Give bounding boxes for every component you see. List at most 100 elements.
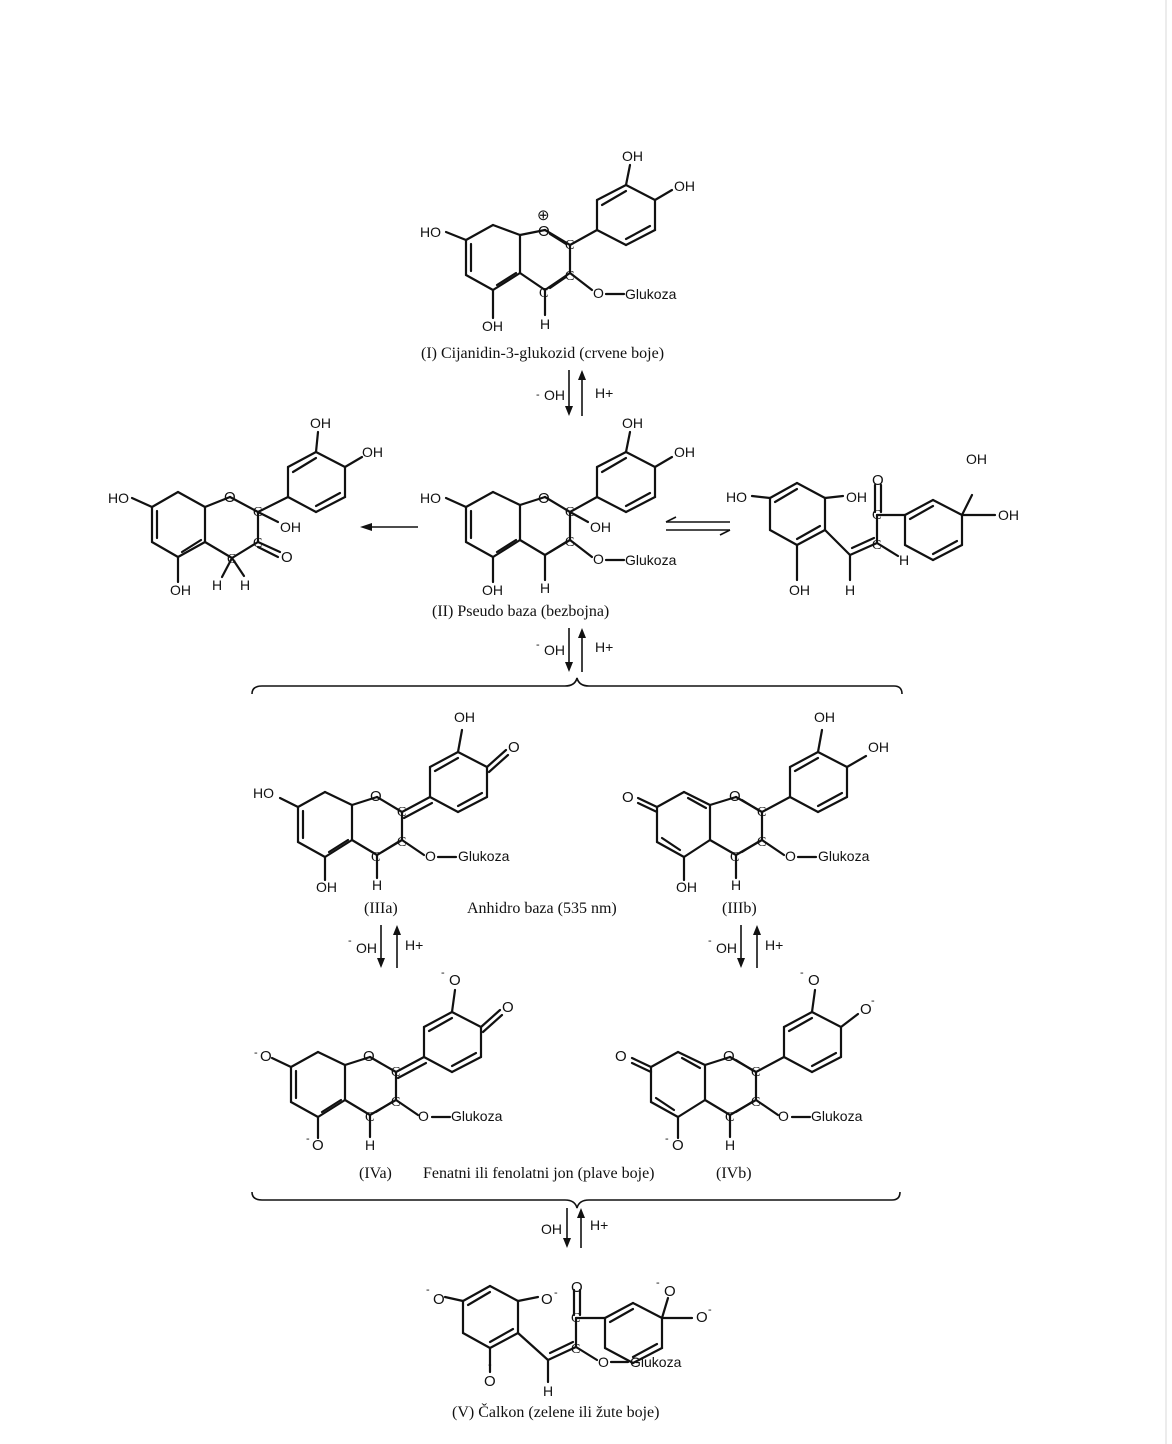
caption-V: (V) Čalkon (zelene ili žute boje) [452,1402,659,1421]
minus-sign: - [708,1304,712,1316]
atom-C: C [391,1065,400,1080]
minus-sign: - [441,967,445,979]
minus-sign: - [306,1133,310,1145]
atom-C: C [565,505,574,520]
proton-label: H+ [405,937,423,953]
atom-C: C [757,835,766,850]
atom-OH: OH [789,582,810,598]
atom-O: O [370,788,382,805]
structure-IIIa: HO O C C C OH H O Glukoza OH O (IIIa) [253,709,520,917]
hydroxide-label: OH [544,642,565,658]
atom-O: O [672,1137,684,1154]
minus-sign: - [426,1284,430,1296]
atom-O: O [729,788,741,805]
atom-H: H [543,1383,553,1399]
atom-H: H [212,577,222,593]
equilibrium-arrow-4: OH H+ [541,1208,608,1248]
atom-O: O [593,551,604,567]
atom-O: O [260,1048,272,1065]
atom-OH: OH [814,709,835,725]
proton-label: H+ [590,1217,608,1233]
structure-IVa: - O O C C C - O H O Glukoza - O O (IVa) [254,967,514,1182]
hydroxide-label: OH [716,940,737,956]
atom-C: C [872,538,881,553]
grouping-brace-top [251,677,903,695]
atom-C: C [725,1110,734,1125]
proton-label: H+ [595,639,613,655]
atom-C: C [751,1095,760,1110]
caption-II: (II) Pseudo baza (bezbojna) [432,603,609,620]
atom-O: O [224,489,236,506]
minus-sign: - [665,1133,669,1145]
atom-OH: OH [280,519,301,535]
atom-O: O [425,848,436,864]
atom-O: O [363,1048,375,1065]
atom-OH: OH [170,582,191,598]
atom-O: O [723,1048,735,1065]
atom-H: H [240,577,250,593]
minus-sign: - [800,967,804,979]
atom-HO: HO [108,490,129,506]
atom-C: C [757,805,766,820]
hydroxide-label: OH [541,1221,562,1237]
atom-C: C [371,850,380,865]
atom-OH: OH [676,879,697,895]
atom-O: O [664,1283,676,1300]
minus-sign: - [348,935,352,947]
atom-H: H [899,552,909,568]
glucose-label: Glukoza [630,1354,682,1370]
caption-phenolate-ion: Fenatni ili fenolatni jon (plave boje) [423,1165,655,1182]
glucose-label: Glukoza [458,848,510,864]
grouping-brace-bottom [251,1191,901,1209]
structure-aglycone-oxidized: HO O C C C OH O OH H H OH OH [108,415,383,598]
atom-H: H [725,1137,735,1153]
equilibrium-arrow-3a: - OH H+ [348,925,423,968]
caption-anhydro-base: Anhidro baza (535 nm) [467,900,617,917]
atom-O: O [622,789,634,806]
reaction-arrow-left [360,523,418,531]
glucose-label: Glukoza [451,1108,503,1124]
minus-sign: - [254,1047,258,1059]
atom-O: O [778,1108,789,1124]
atom-O: O [615,1048,627,1065]
atom-O: O [808,972,820,989]
atom-O: O [281,549,293,566]
atom-OH: OH [454,709,475,725]
minus-sign: - [656,1277,660,1289]
atom-HO: HO [726,489,747,505]
atom-H: H [540,580,550,596]
minus-sign: - [536,639,540,651]
atom-C: C [571,1342,580,1357]
atom-O: O [593,285,604,301]
atom-O: O [571,1279,583,1296]
atom-HO: HO [420,224,441,240]
minus-sign: - [554,1287,558,1299]
caption-IIIa: (IIIa) [364,900,398,917]
caption-IIIb: (IIIb) [722,900,757,917]
atom-OH: OH [362,444,383,460]
atom-OH: OH [846,489,867,505]
atom-O: O [433,1291,445,1308]
atom-C: C [391,1095,400,1110]
atom-OH: OH [998,507,1019,523]
atom-C: C [565,238,574,253]
atom-C: C [565,269,574,284]
atom-C: C [751,1065,760,1080]
structure-chalcone-neutral: HO OH OH H C C H O OH OH [726,451,1019,598]
atom-OH: OH [966,451,987,467]
structure-I: HO O ⊕ C C C OH H O Glukoza OH OH (I) Ci… [420,148,695,362]
atom-OH: OH [674,178,695,194]
atom-HO: HO [253,785,274,801]
atom-C: C [539,286,548,301]
proton-label: H+ [595,385,613,401]
glucose-label: Glukoza [811,1108,863,1124]
atom-O: O [541,1291,553,1308]
atom-C: C [730,850,739,865]
atom-O: O [449,972,461,989]
oxonium-charge: ⊕ [537,207,550,224]
atom-OH: OH [674,444,695,460]
atom-C: C [397,805,406,820]
atom-OH: OH [482,318,503,334]
